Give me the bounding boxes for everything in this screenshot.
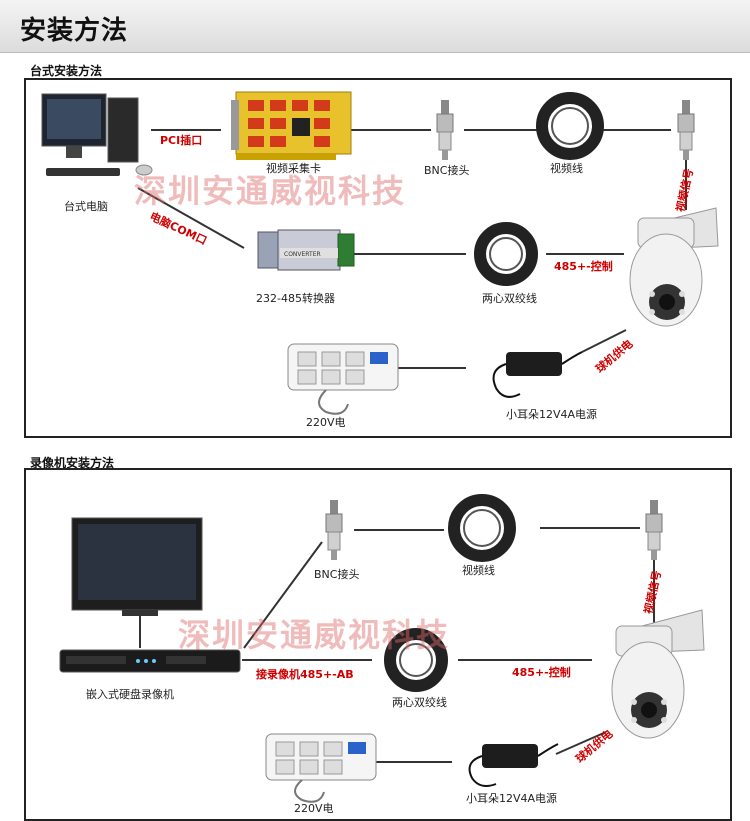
bnc-connector-label: BNC接头 [314, 568, 360, 581]
coax-cable-coil-icon [536, 92, 604, 160]
twisted-pair-label: 两心双绞线 [482, 292, 537, 305]
power-adapter-label: 小耳朵12V4A电源 [466, 792, 558, 805]
page-header: 安装方法 [0, 0, 750, 53]
nvr-diagram-panel: 嵌入式硬盘录像机 BNC接头 视频线 视频信号 接录像机485+-AB 两心双绞… [24, 468, 732, 821]
video-cable-label: 视频线 [550, 162, 583, 175]
camera-bnc-connector-icon [645, 500, 663, 560]
power-link-line [581, 329, 627, 353]
lcd-monitor-icon [71, 517, 203, 616]
speed-dome-camera-icon [611, 609, 705, 739]
converter-label: 232-485转换器 [256, 292, 335, 305]
desktop-section-title: 台式安装方法 [30, 64, 103, 78]
nvr-diagram [59, 494, 705, 803]
capture-card-label: 视频采集卡 [266, 162, 321, 175]
power-strip-icon [265, 733, 377, 803]
twisted-pair-label: 两心双绞线 [392, 696, 447, 709]
desktop-computer-icon [41, 93, 153, 176]
com-link-line [137, 187, 245, 249]
dvr-recorder-label: 嵌入式硬盘录像机 [86, 688, 174, 701]
bnc-connector-icon [325, 500, 343, 560]
mains-power-label: 220V电 [306, 416, 346, 429]
power-strip-icon [287, 343, 399, 415]
power-adapter-icon [492, 351, 583, 398]
power-adapter-label: 小耳朵12V4A电源 [506, 408, 598, 421]
nvr-watermark: 深圳安通威视科技 [178, 616, 451, 654]
capture-card-icon [231, 91, 352, 160]
rs485-control-label: 485+-控制 [512, 666, 571, 679]
recorder-to-bnc-line [243, 541, 323, 649]
converter-text: CONVERTER [284, 251, 321, 258]
mains-power-label: 220V电 [294, 802, 334, 815]
desktop-watermark: 深圳安通威视科技 [134, 172, 407, 210]
video-cable-label: 视频线 [462, 564, 495, 577]
speed-dome-camera-icon [629, 207, 719, 327]
desktop-computer-label: 台式电脑 [64, 200, 108, 213]
camera-bnc-connector-icon [677, 100, 695, 160]
dvr-recorder-icon [59, 649, 241, 673]
nvr-section-title: 录像机安装方法 [30, 456, 115, 470]
bnc-connector-icon [436, 100, 454, 160]
coax-cable-coil-icon [448, 494, 516, 562]
page-title: 安装方法 [20, 16, 129, 46]
twisted-pair-coil-icon [384, 628, 448, 692]
desktop-diagram: CONVERTER [41, 91, 719, 415]
power-link-line [555, 731, 607, 755]
desktop-connections [137, 129, 687, 369]
nvr-connections [139, 527, 655, 763]
bnc-connector-label: BNC接头 [424, 164, 470, 177]
power-adapter-icon [468, 743, 559, 787]
pci-slot-label: PCI插口 [160, 134, 203, 147]
twisted-pair-coil-icon [474, 222, 538, 286]
rs485-control-label: 485+-控制 [554, 260, 613, 273]
desktop-diagram-panel: CONVERTER 台式电脑 PCI插口 视频采集卡 BNC接头 视频线 视 [24, 78, 732, 438]
recorder-485-label: 接录像机485+-AB [256, 668, 354, 681]
rs232-485-converter-icon [257, 229, 355, 271]
